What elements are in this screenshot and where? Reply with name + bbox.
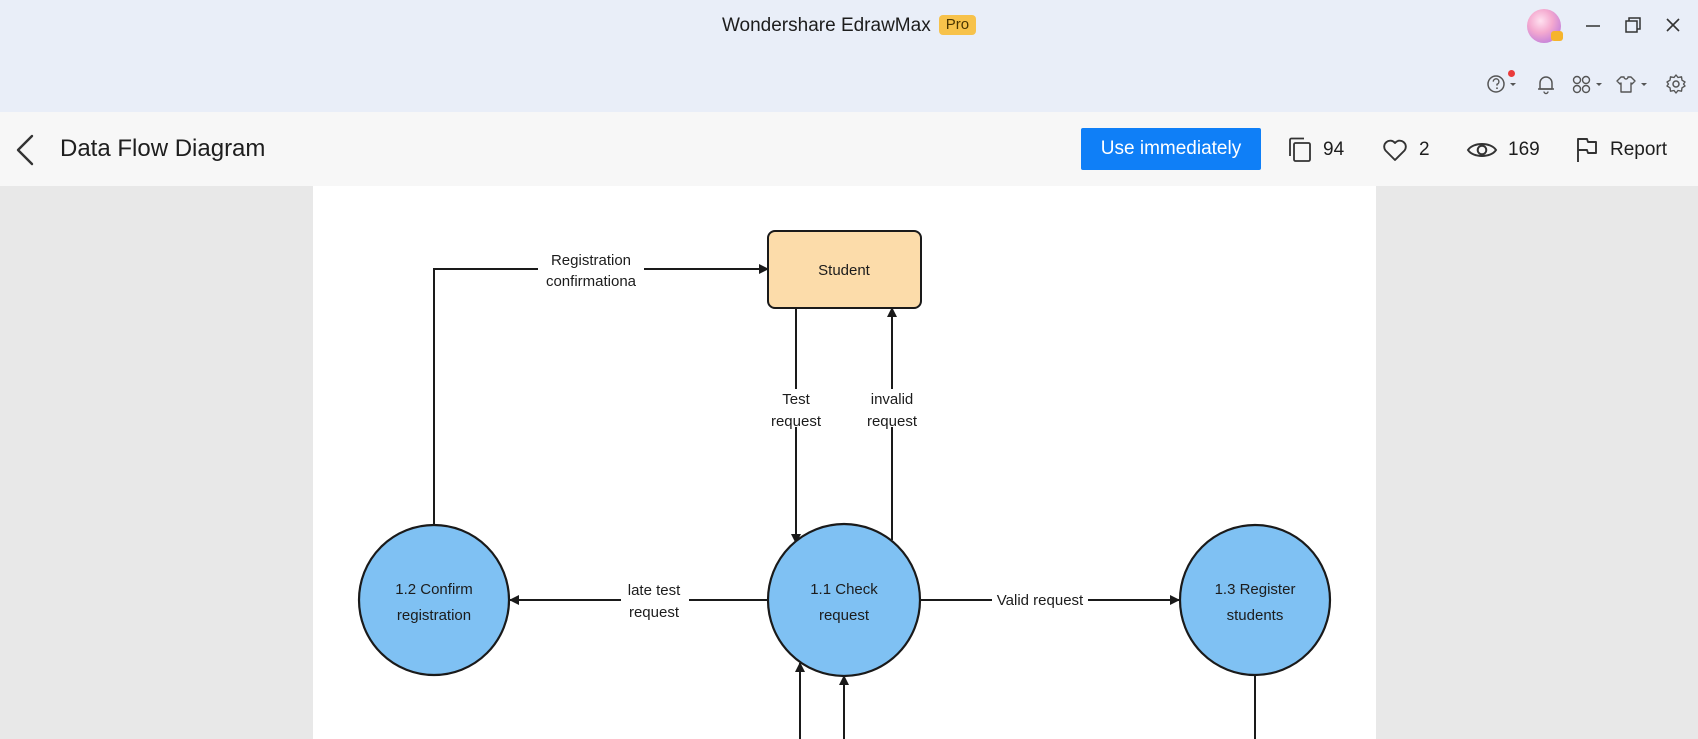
label-bg xyxy=(992,590,1088,610)
duplicates-count: 94 xyxy=(1323,139,1345,160)
process-confirm-registration[interactable] xyxy=(357,523,511,677)
data-flow-diagram: Registration confirmationa Test request … xyxy=(357,230,1332,739)
flow-label-invalid-line1: invalid xyxy=(871,391,914,408)
help-icon[interactable] xyxy=(1485,72,1521,96)
process-confirm-line1: 1.2 Confirm xyxy=(395,581,473,598)
label-bg xyxy=(768,389,826,427)
process-register-students[interactable] xyxy=(1178,523,1332,677)
flow-label-valid: Valid request xyxy=(997,592,1084,609)
process-register-line1: 1.3 Register xyxy=(1215,581,1296,598)
report-button[interactable]: Report xyxy=(1574,134,1667,166)
app-name: Wondershare EdrawMax xyxy=(721,15,931,36)
likes-count: 2 xyxy=(1419,139,1430,160)
label-bg xyxy=(621,580,689,620)
duplicate-stat[interactable]: 94 xyxy=(1287,134,1344,166)
flow-label-registration-line2: confirmationa xyxy=(546,273,637,290)
process-confirm-line2: registration xyxy=(397,607,471,624)
process-check-line1: 1.1 Check xyxy=(810,581,878,598)
avatar[interactable] xyxy=(1527,9,1563,43)
flag-icon xyxy=(1577,138,1597,162)
process-check-request[interactable] xyxy=(766,522,922,678)
theme-shirt-icon[interactable] xyxy=(1614,72,1650,96)
diagram-page: Registration confirmationa Test request … xyxy=(313,186,1376,739)
process-register-line2: students xyxy=(1227,607,1284,624)
flow-label-test-line1: Test xyxy=(782,391,810,408)
flow-confirm-to-student xyxy=(433,264,769,527)
close-icon[interactable] xyxy=(1660,12,1686,38)
heart-icon xyxy=(1383,139,1407,161)
label-bg xyxy=(863,389,923,427)
label-bg xyxy=(538,248,644,286)
apps-icon[interactable] xyxy=(1570,72,1606,96)
template-header: Data Flow Diagram Use immediately 94 2 1… xyxy=(0,112,1698,186)
flow-label-late-line1: late test xyxy=(628,582,681,599)
restore-icon[interactable] xyxy=(1620,12,1646,38)
use-immediately-button[interactable]: Use immediately xyxy=(1081,128,1261,170)
minimize-icon[interactable] xyxy=(1580,12,1606,38)
flow-label-registration-line1: Registration xyxy=(551,252,631,269)
flow-label-invalid-line2: request xyxy=(867,413,918,430)
copy-icon xyxy=(1289,137,1311,162)
entity-student-label: Student xyxy=(818,262,871,279)
settings-icon[interactable] xyxy=(1664,72,1688,96)
eye-icon xyxy=(1466,143,1498,157)
pro-badge: Pro xyxy=(938,15,977,35)
process-check-line2: request xyxy=(819,607,870,624)
bell-icon[interactable] xyxy=(1535,72,1557,96)
flow-label-test-line2: request xyxy=(771,413,822,430)
title-bar: Wondershare EdrawMax Pro xyxy=(0,0,1698,112)
report-label: Report xyxy=(1610,139,1668,160)
views-count: 169 xyxy=(1508,139,1540,160)
like-stat[interactable]: 2 xyxy=(1381,134,1430,166)
views-stat: 169 xyxy=(1466,134,1540,166)
vip-crown-icon xyxy=(1551,31,1563,41)
app-title: Wondershare EdrawMax Pro xyxy=(0,15,1698,37)
notification-dot xyxy=(1508,70,1515,77)
flow-label-late-line2: request xyxy=(629,604,680,621)
back-arrow-icon[interactable] xyxy=(10,132,42,168)
page-title: Data Flow Diagram xyxy=(60,135,266,162)
entity-student-box[interactable] xyxy=(767,230,922,309)
